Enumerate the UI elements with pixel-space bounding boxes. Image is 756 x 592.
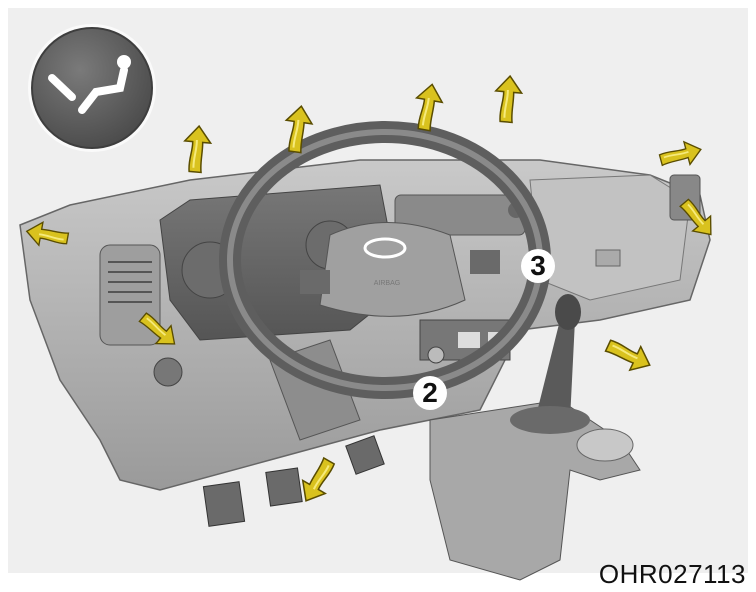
dashboard — [19, 159, 711, 581]
mode-icon — [28, 24, 156, 152]
airflow-arrow — [601, 332, 657, 378]
callout-2: 2 — [413, 376, 447, 410]
airflow-arrow — [181, 123, 214, 175]
floor-and-face-vent-mode-icon — [48, 66, 128, 114]
airbag-label: AIRBAG — [374, 280, 400, 287]
callout-3: 3 — [521, 249, 555, 283]
airflow-arrow — [492, 73, 525, 125]
airflow-arrow — [656, 137, 705, 173]
figure-code: OHR027113 — [598, 559, 746, 589]
